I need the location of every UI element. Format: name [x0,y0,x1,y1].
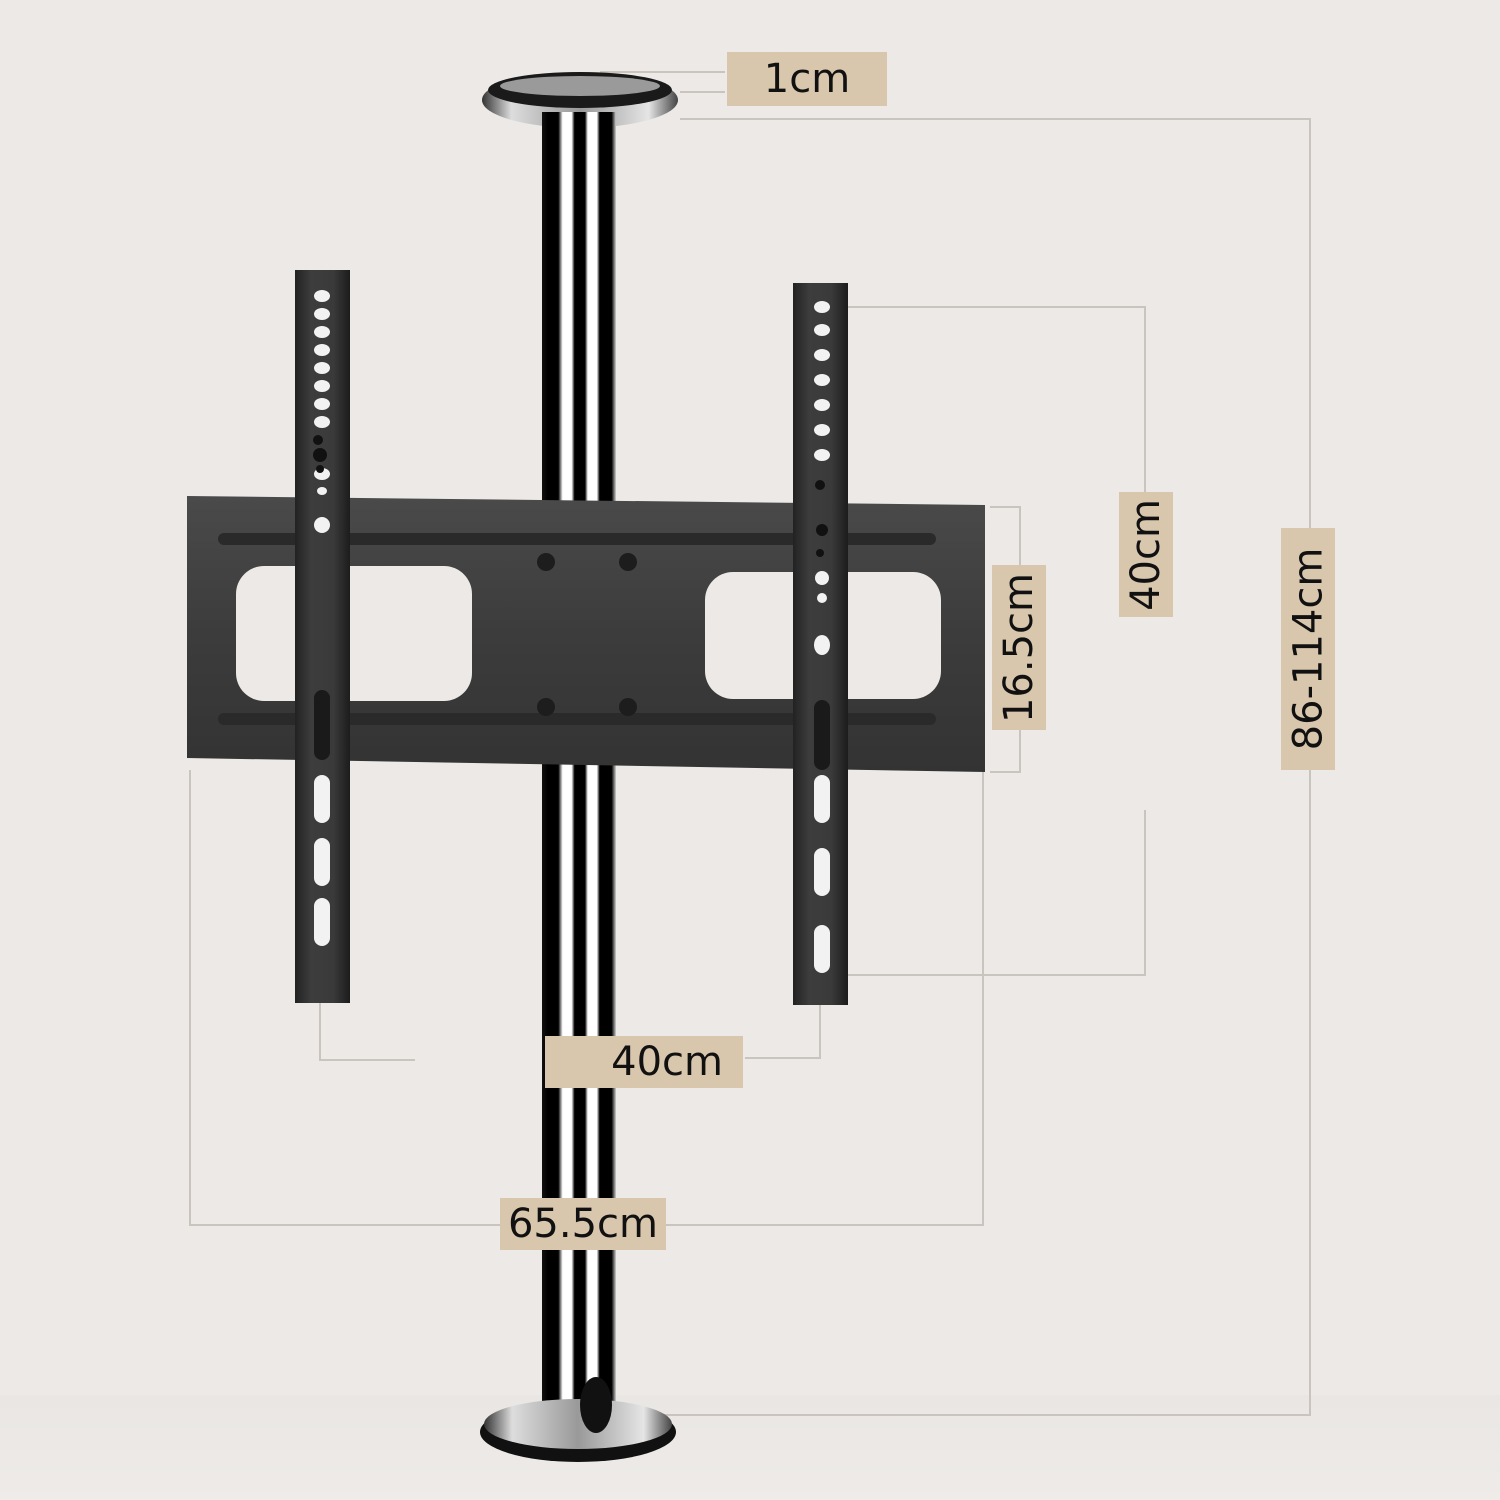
label-vesa-horizontal: 40cm [545,1036,743,1088]
label-base-thickness: 1cm [727,52,887,106]
label-vesa-vertical: 40cm [1119,492,1173,617]
label-plate-height: 16.5cm [992,565,1046,730]
right-vertical-bracket-arm [793,283,848,1005]
left-vertical-bracket-arm [295,270,350,1003]
label-total-height: 86-114cm [1281,528,1335,770]
top-base-plate [482,72,678,128]
bottom-base-plate [480,1377,676,1462]
floor-surface [0,1395,1500,1500]
label-plate-width: 65.5cm [500,1198,666,1250]
